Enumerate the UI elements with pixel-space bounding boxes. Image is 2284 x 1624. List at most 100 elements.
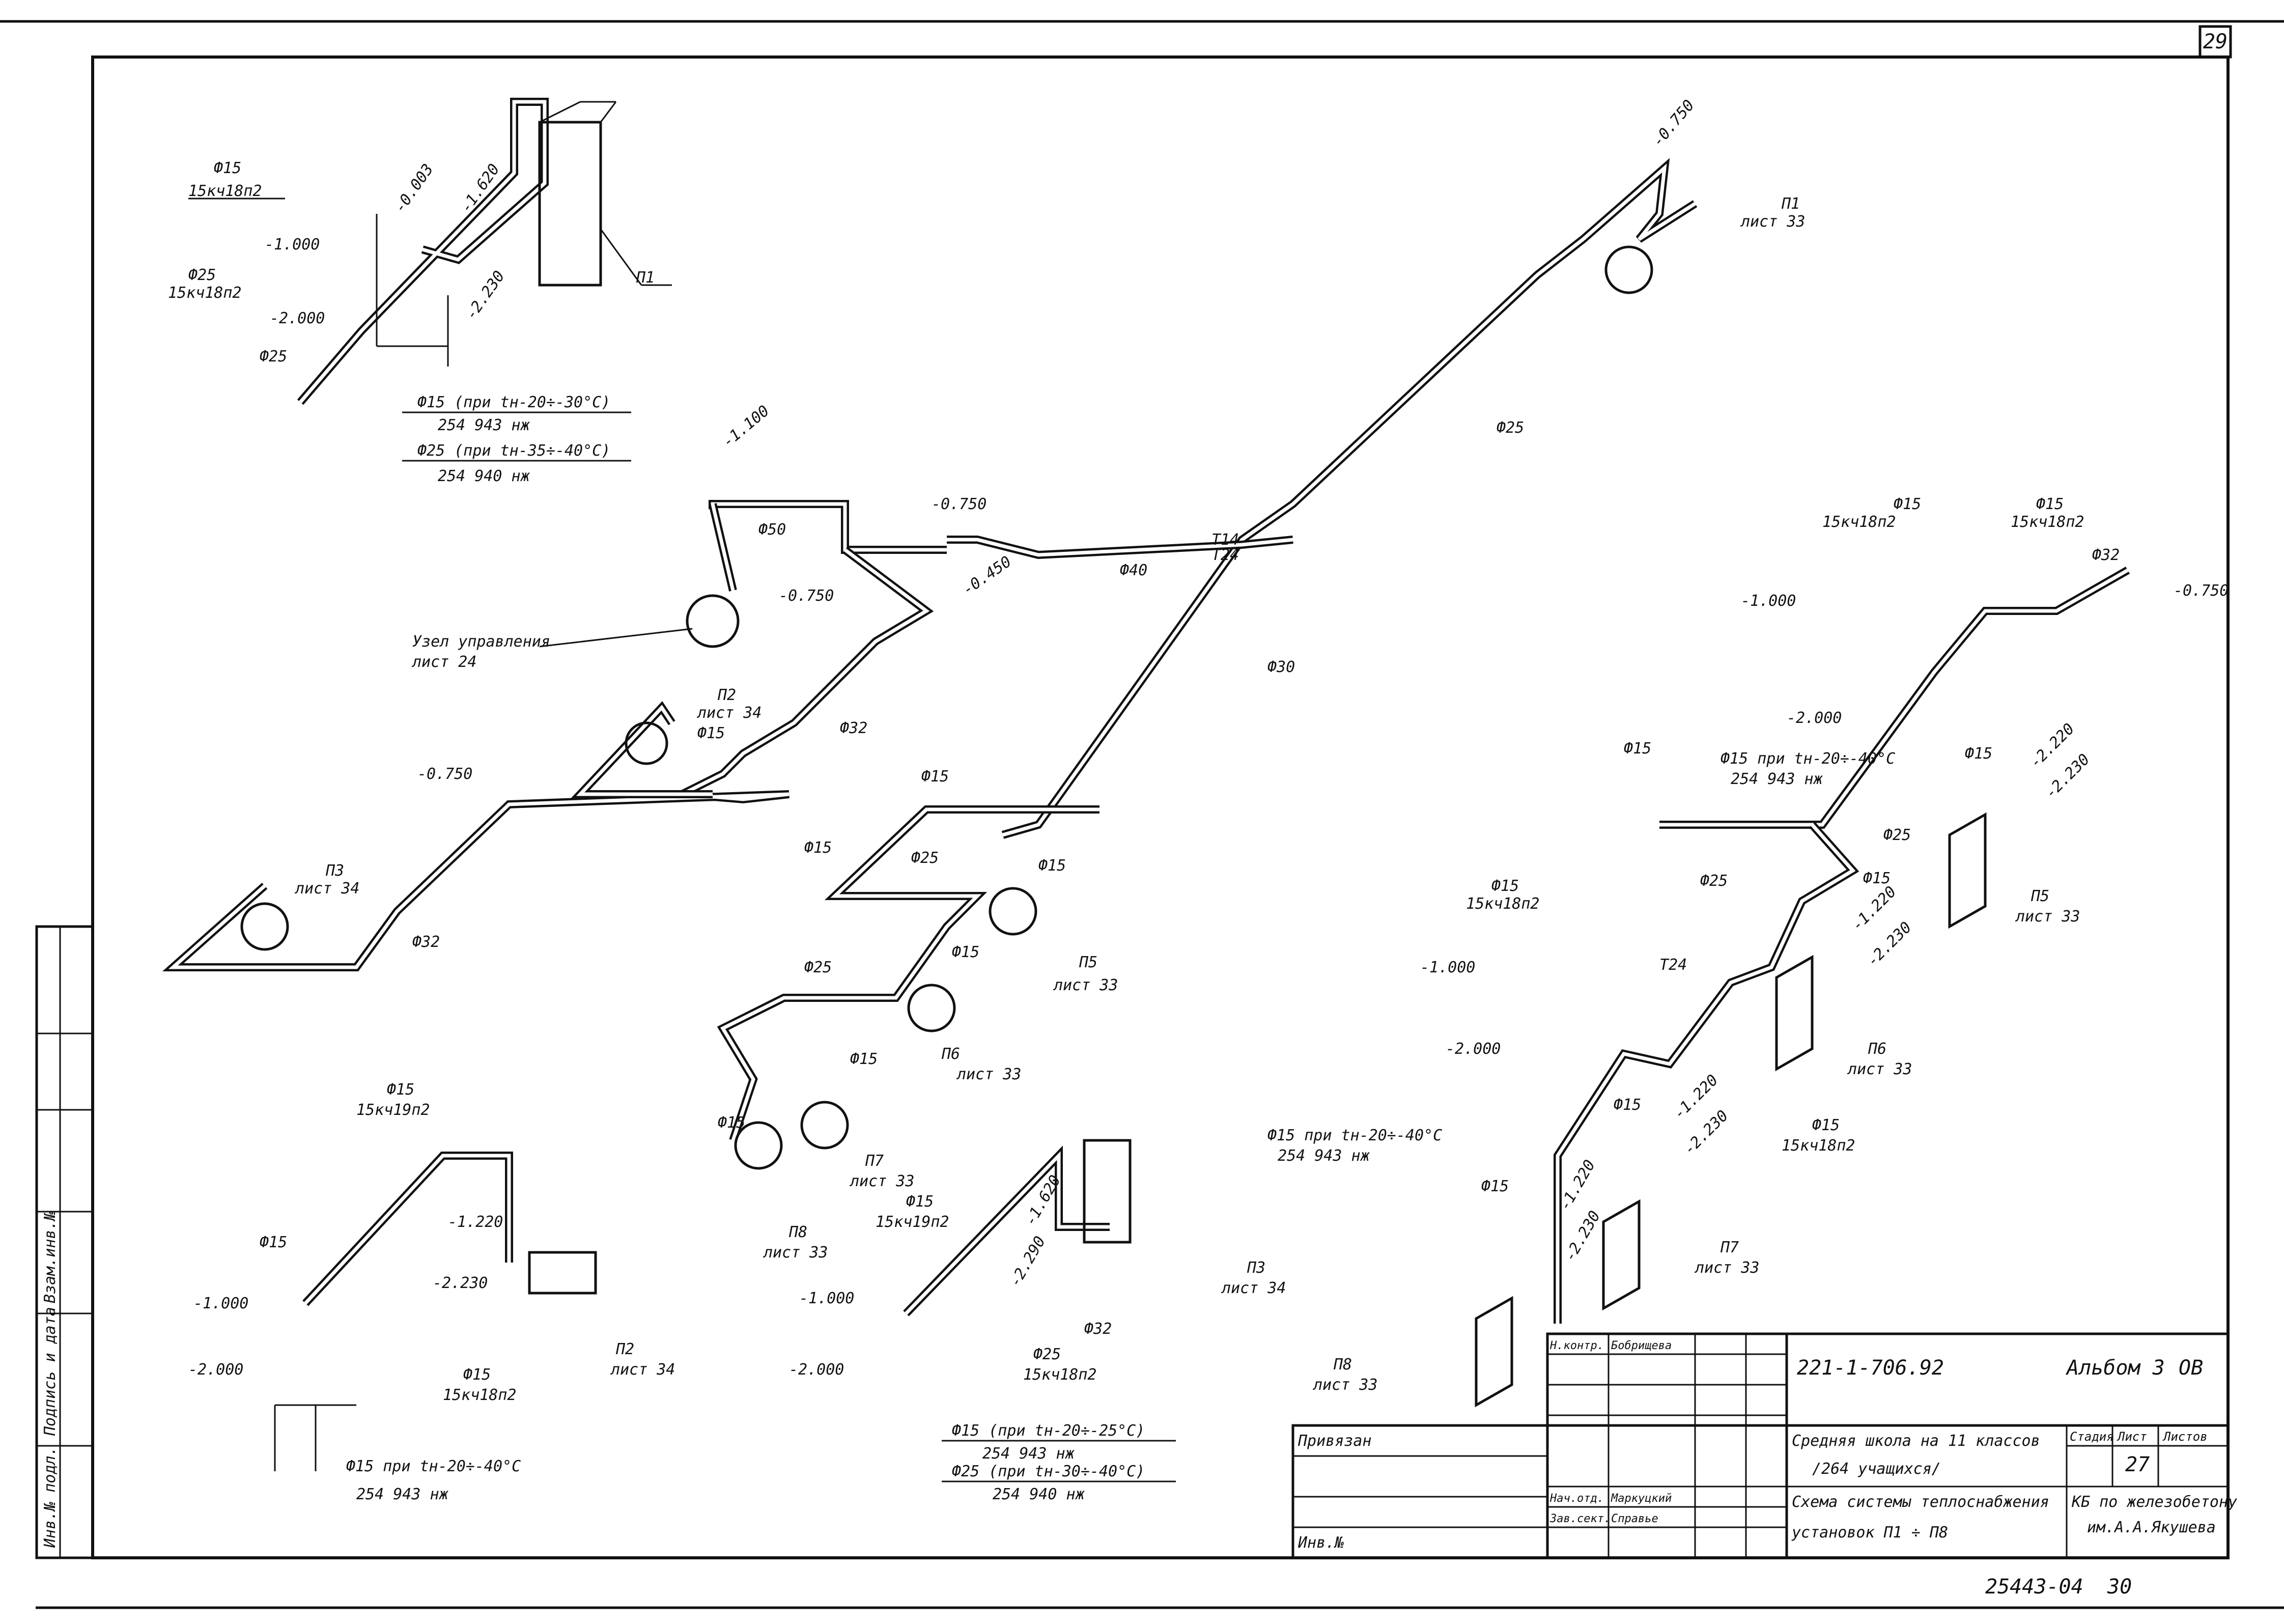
- p1-note-v940: 254 940 нж: [438, 467, 530, 485]
- tb-drawing: Схема системы теплоснабжения: [1792, 1493, 2049, 1511]
- tb-sheet-value: 27: [2125, 1453, 2150, 1476]
- label-f15-c: Ф15: [921, 768, 949, 786]
- p1-f15-label: Ф15: [214, 159, 241, 177]
- tb-inv: Инв.№: [1298, 1534, 1344, 1552]
- p6-unit-box: [1775, 955, 1814, 1072]
- r-f15-d: Ф15: [1965, 745, 1992, 763]
- r-m1000-a: -1.000: [1741, 592, 1796, 610]
- tb-name-3: Справье: [1611, 1513, 1658, 1525]
- p3-m1000: -1.000: [799, 1290, 854, 1307]
- tb-org-1: КБ по железобетону: [2071, 1493, 2237, 1511]
- label-p8: П8: [788, 1223, 807, 1241]
- r-m1000-b: -1.000: [1420, 959, 1475, 976]
- label-list33-p1: лист 33: [1740, 213, 1805, 231]
- p8-unit-box: [1475, 1296, 1513, 1408]
- r-note-v943-b: 254 943 нж: [1278, 1147, 1370, 1165]
- p1-f25-label-2: Ф25: [260, 348, 287, 366]
- label-p5: П5: [1079, 954, 1097, 971]
- p3-unit-box: [1083, 1139, 1132, 1244]
- p2-valve-label: 15кч19п2: [356, 1101, 430, 1119]
- p2-m1000: -1.000: [193, 1295, 248, 1312]
- p1-unit-box: [538, 121, 602, 287]
- p7-unit-box: [1602, 1199, 1641, 1311]
- drawing-frame: [91, 55, 2230, 1559]
- p2-m1220: -1.220: [448, 1213, 503, 1231]
- label-f15-p2: Ф15: [697, 724, 725, 742]
- label-f25-d: Ф25: [804, 959, 832, 976]
- r-p5: П5: [2031, 887, 2049, 905]
- p3-label: П3: [1247, 1259, 1265, 1277]
- p2-note-f15: Ф15 при tн-20÷-40°С: [346, 1458, 521, 1475]
- tb-name-2: Маркуцкий: [1611, 1492, 1672, 1505]
- r-valve-c: 15кч18п2: [1466, 895, 1540, 913]
- p1-valve-label: 15кч18п2: [188, 182, 262, 200]
- tb-section: ОВ: [2179, 1356, 2203, 1380]
- p2-circle: [625, 721, 668, 765]
- label-f32-b: Ф32: [412, 933, 440, 951]
- tb-role-1: Н.контр.: [1549, 1339, 1604, 1352]
- r-m1220-c: -1.220: [1556, 1157, 1599, 1214]
- p2-f15-label-2: Ф15: [260, 1234, 287, 1251]
- p1-note-f15: Ф15 (при tн-20÷-30°С): [417, 394, 610, 411]
- r-f15-c: Ф15: [1624, 740, 1651, 758]
- label-p6: П6: [941, 1045, 960, 1063]
- r-f15-h: Ф15: [1812, 1116, 1840, 1134]
- p3-note-v940: 254 940 нж: [993, 1486, 1085, 1503]
- label-f15-g: Ф15: [850, 1050, 878, 1068]
- p1-valve-label-2: 15кч18п2: [168, 284, 242, 302]
- label-f25-c: Ф25: [911, 849, 939, 867]
- r-f15-e: Ф15: [1863, 870, 1891, 887]
- p3-valve-label-2: 15кч18п2: [1023, 1366, 1097, 1384]
- r-list33-p8: лист 33: [1312, 1376, 1377, 1394]
- p2-valve-label-2: 15кч18п2: [443, 1386, 517, 1404]
- p3-note-v943: 254 943 нж: [982, 1445, 1075, 1463]
- p3-f15-label: Ф15: [906, 1193, 934, 1211]
- detail-p3: Ф15 15кч19п2 -1.620 -2.290 -1.000 -2.000…: [789, 1139, 1286, 1503]
- label-f50: Ф50: [758, 521, 786, 539]
- tb-sheets-header: Листов: [2162, 1430, 2208, 1444]
- label-p3: П3: [325, 862, 344, 880]
- p3-note-f25: Ф25 (при tн-30÷-40°С): [952, 1463, 1145, 1480]
- detail-p2: Ф15 15кч19п2 Ф15 -1.220 -2.230 -1.000 -2…: [188, 1081, 675, 1503]
- p1-note-f25: Ф25 (при tн-35÷-40°С): [417, 442, 610, 460]
- p1-m2230: -2.230: [462, 268, 509, 323]
- label-list33-p7: лист 33: [849, 1172, 914, 1190]
- r-note-f15-a: Ф15 при tн-20÷-40°С: [1721, 750, 1895, 768]
- label-m0750-top: -0.750: [1649, 97, 1698, 151]
- r-m2230-b: -2.230: [1864, 918, 1915, 970]
- tb-bound: Привязан: [1298, 1432, 1372, 1450]
- tb-name-1: Бобрищева: [1611, 1339, 1672, 1352]
- label-m1100: -1.100: [719, 402, 773, 451]
- r-p8: П8: [1333, 1356, 1352, 1374]
- p1-note-v943: 254 943 нж: [438, 416, 530, 434]
- tb-role-3: Зав.сект.: [1549, 1513, 1611, 1525]
- label-m0450: -0.450: [960, 553, 1015, 599]
- side-stamp-sign: Подпись и дата: [41, 1307, 59, 1436]
- p1-p0003: -0.003: [391, 161, 437, 216]
- r-list33-p5: лист 33: [2015, 908, 2080, 926]
- p6-circle: [907, 984, 956, 1032]
- r-p7: П7: [1720, 1239, 1739, 1256]
- label-list34-p2: лист 34: [696, 704, 762, 722]
- r-m2230-d: -2.230: [1561, 1208, 1604, 1265]
- p3-f25-label: Ф25: [1033, 1346, 1061, 1363]
- label-f15-e: Ф15: [1038, 857, 1066, 875]
- label-f40: Ф40: [1120, 562, 1147, 579]
- r-m2000-a: -2.000: [1787, 709, 1842, 727]
- bottom-page: 30: [2107, 1575, 2132, 1599]
- r-f15-i: Ф15: [1481, 1178, 1509, 1195]
- p7-circle: [800, 1101, 849, 1150]
- label-m0750-b: -0.750: [779, 587, 834, 605]
- r-valve-a: 15кч18п2: [1822, 513, 1896, 531]
- label-p2: П2: [717, 686, 736, 704]
- r-note-f15-b: Ф15 при tн-20÷-40°С: [1267, 1127, 1442, 1144]
- uzel-circle: [686, 594, 740, 648]
- p3-valve-label: 15кч19п2: [876, 1213, 949, 1231]
- p2-m2000: -2.000: [188, 1361, 243, 1379]
- tb-stage-header: Стадия: [2070, 1430, 2114, 1444]
- p1-unit-label: П1: [636, 269, 655, 287]
- label-p1-main: П1: [1781, 195, 1800, 213]
- p1-m2000: -2.000: [270, 310, 325, 327]
- tb-project: Средняя школа на 11 классов: [1792, 1432, 2040, 1450]
